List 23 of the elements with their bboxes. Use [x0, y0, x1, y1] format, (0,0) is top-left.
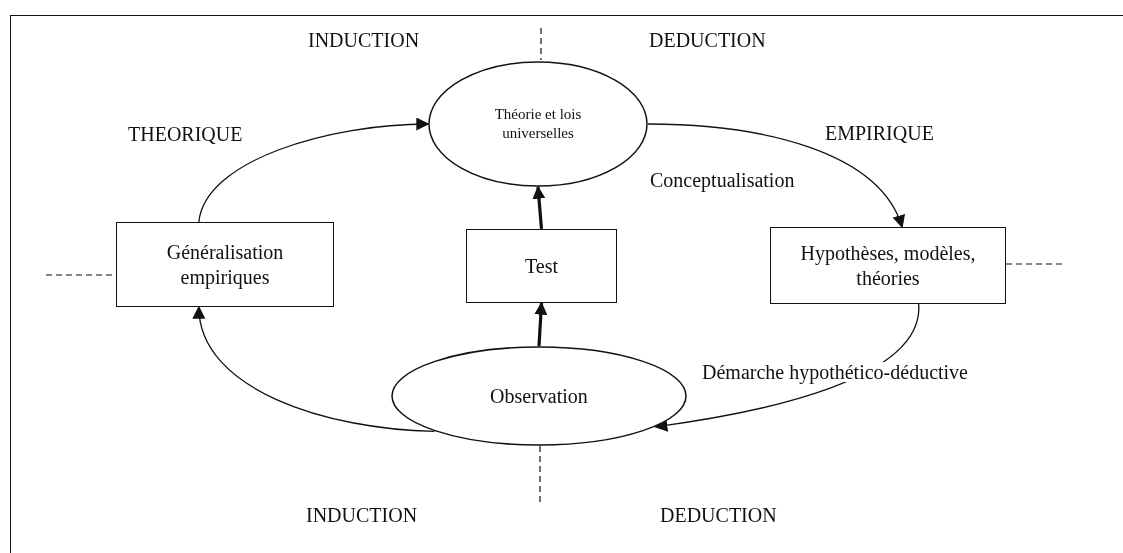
process-box: [116, 222, 334, 307]
edge-label: Démarche hypothético-déductive: [702, 362, 968, 382]
node-label: Test: [524, 253, 558, 279]
quadrant-label: EMPIRIQUE: [825, 123, 934, 143]
quadrant-label: INDUCTION: [308, 30, 420, 50]
process-box: [466, 229, 617, 303]
arrow: [193, 305, 435, 432]
process-box: [770, 227, 1006, 304]
node-label: Généralisation empiriques: [165, 239, 285, 290]
arrow: [532, 185, 546, 230]
edge-label: Conceptualisation: [650, 170, 795, 190]
ellipse-node: [428, 61, 648, 187]
node-label: Hypothèses, modèles, théories: [799, 240, 977, 291]
arrow: [198, 117, 430, 223]
arrow: [647, 123, 904, 229]
quadrant-label: DEDUCTION: [660, 505, 777, 525]
quadrant-label: DEDUCTION: [649, 30, 766, 50]
quadrant-label: THEORIQUE: [128, 124, 243, 144]
ellipse-node: [391, 346, 687, 446]
quadrant-label: INDUCTION: [306, 505, 418, 525]
node-label: Théorie et lois universelles: [493, 105, 583, 143]
node-label: Observation: [490, 383, 588, 409]
arrow: [534, 301, 548, 347]
